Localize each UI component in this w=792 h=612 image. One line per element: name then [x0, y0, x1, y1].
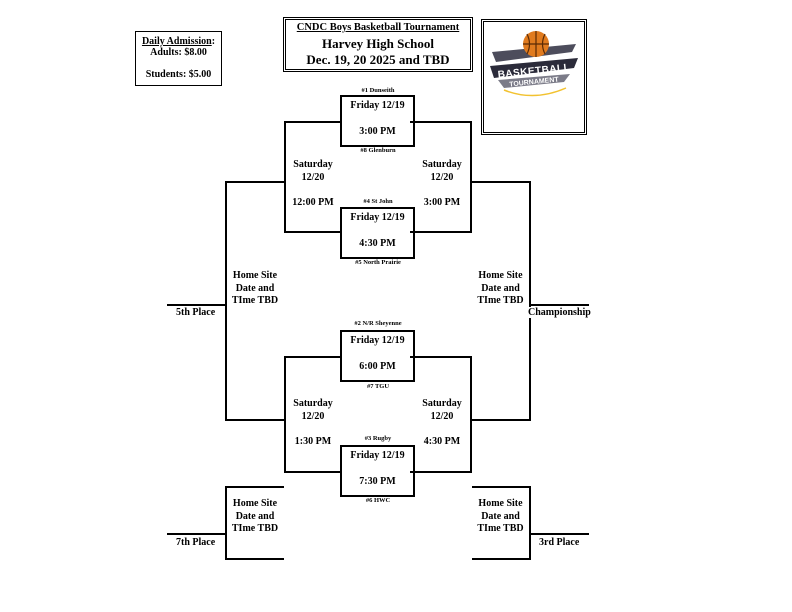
semi-top-left-day: Saturday: [293, 159, 333, 170]
semi-bottom-right-date: 12/20: [430, 410, 454, 422]
fifth-place-line3: TIme TBD: [231, 295, 279, 306]
semi-top-right-date: 12/20: [430, 171, 454, 183]
bracket-line: [284, 121, 286, 233]
game-2-time: 4:30 PM: [359, 238, 396, 249]
championship-line2: Date and: [481, 282, 520, 294]
bracket-line: [284, 356, 286, 473]
championship-info: Home Site Date and TIme TBD: [472, 270, 529, 308]
bracket-line: [410, 356, 472, 358]
semi-bottom-right-info: Saturday 12/20 4:30 PM: [414, 398, 470, 449]
bracket-line: [225, 486, 227, 560]
bracket-line: [470, 356, 472, 473]
bracket-line: [470, 121, 472, 233]
semi-top-right-day: Saturday: [422, 159, 462, 170]
seed-7-label: #7 TGU: [366, 383, 390, 390]
bracket-line: [410, 471, 472, 473]
seed-8-label: #8 Glenburn: [360, 147, 396, 154]
admission-box: Daily Admission: Adults: $8.00 Students:…: [135, 31, 222, 86]
semi-top-right-time: 3:00 PM: [423, 197, 461, 208]
bracket-line: [529, 486, 531, 560]
game-4-day: Friday 12/19: [350, 450, 405, 461]
bracket-line: [470, 181, 531, 183]
tournament-title-box: CNDC Boys Basketball Tournament Harvey H…: [283, 17, 473, 72]
game-2-day: Friday 12/19: [350, 212, 405, 223]
fifth-place-label: 5th Place: [176, 307, 216, 318]
seed-2-label: #2 N/R Sheyenne: [354, 320, 402, 327]
game-4-box: Friday 12/19 7:30 PM: [340, 445, 415, 497]
game-1-time: 3:00 PM: [359, 126, 396, 137]
tournament-name: CNDC Boys Basketball Tournament: [296, 22, 460, 33]
game-4-time: 7:30 PM: [359, 476, 396, 487]
bracket-line: [284, 356, 341, 358]
seventh-place-line2: Date and: [235, 510, 275, 522]
bracket-line: [529, 304, 589, 306]
bracket-line: [284, 471, 341, 473]
seed-3-label: #3 Rugby: [364, 435, 392, 442]
host-school: Harvey High School: [322, 36, 434, 51]
logo-box: BASKETBALL TOURNAMENT: [481, 19, 587, 135]
basketball-tournament-logo: [490, 31, 578, 97]
bracket-line: [225, 181, 286, 183]
championship-line1: Home Site: [478, 270, 523, 281]
seventh-place-line3: TIme TBD: [231, 523, 279, 534]
bracket-line: [529, 533, 589, 535]
fifth-place-line1: Home Site: [232, 270, 278, 281]
fifth-place-line2: Date and: [235, 282, 275, 294]
semi-top-right-info: Saturday 12/20 3:00 PM: [414, 159, 470, 210]
game-3-box: Friday 12/19 6:00 PM: [340, 330, 415, 382]
championship-label: Championship: [528, 307, 591, 318]
semi-bottom-left-date: 12/20: [301, 410, 325, 422]
semi-top-left-info: Saturday 12/20 12:00 PM: [287, 159, 339, 210]
championship-line3: TIme TBD: [477, 295, 524, 306]
seed-6-label: #6 HWC: [365, 497, 391, 504]
bracket-line: [225, 181, 227, 421]
seventh-place-label: 7th Place: [176, 537, 216, 548]
basketball-icon: [523, 31, 549, 57]
third-place-info: Home Site Date and TIme TBD: [472, 498, 529, 536]
third-place-line3: TIme TBD: [477, 523, 524, 534]
semi-top-left-date: 12/20: [301, 171, 325, 183]
semi-bottom-left-info: Saturday 12/20 1:30 PM: [287, 398, 339, 449]
bracket-line: [225, 486, 284, 488]
seed-4-label: #4 St John: [363, 198, 393, 205]
semi-bottom-left-day: Saturday: [293, 398, 333, 409]
admission-heading: Daily Admission:: [141, 36, 216, 47]
seed-1-label: #1 Dunseith: [361, 87, 395, 94]
fifth-place-info: Home Site Date and TIme TBD: [227, 270, 283, 308]
bracket-line: [284, 231, 341, 233]
third-place-line2: Date and: [481, 510, 520, 522]
game-2-box: Friday 12/19 4:30 PM: [340, 207, 415, 259]
game-1-day: Friday 12/19: [350, 100, 405, 111]
third-place-line1: Home Site: [478, 498, 523, 509]
bracket-line: [284, 121, 341, 123]
third-place-label: 3rd Place: [539, 537, 580, 548]
game-3-time: 6:00 PM: [359, 361, 396, 372]
bracket-line: [470, 419, 531, 421]
semi-bottom-left-time: 1:30 PM: [294, 436, 332, 447]
bracket-line: [472, 486, 531, 488]
bracket-line: [410, 121, 472, 123]
admission-students: Students: $5.00: [145, 69, 212, 80]
bracket-line: [167, 533, 227, 535]
bracket-line: [167, 304, 227, 306]
bracket-line: [225, 558, 284, 560]
bracket-line: [410, 231, 472, 233]
seventh-place-line1: Home Site: [232, 498, 278, 509]
bracket-line: [529, 181, 531, 421]
semi-bottom-right-time: 4:30 PM: [423, 436, 461, 447]
bracket-line: [472, 558, 531, 560]
semi-top-left-time: 12:00 PM: [292, 197, 334, 208]
seed-5-label: #5 North Prairie: [355, 259, 401, 266]
admission-adults: Adults: $8.00: [150, 47, 207, 58]
bracket-line: [225, 419, 286, 421]
tournament-dates: Dec. 19, 20 2025 and TBD: [306, 52, 450, 67]
semi-bottom-right-day: Saturday: [422, 398, 462, 409]
seventh-place-info: Home Site Date and TIme TBD: [227, 498, 283, 536]
game-3-day: Friday 12/19: [350, 335, 405, 346]
game-1-box: Friday 12/19 3:00 PM: [340, 95, 415, 147]
